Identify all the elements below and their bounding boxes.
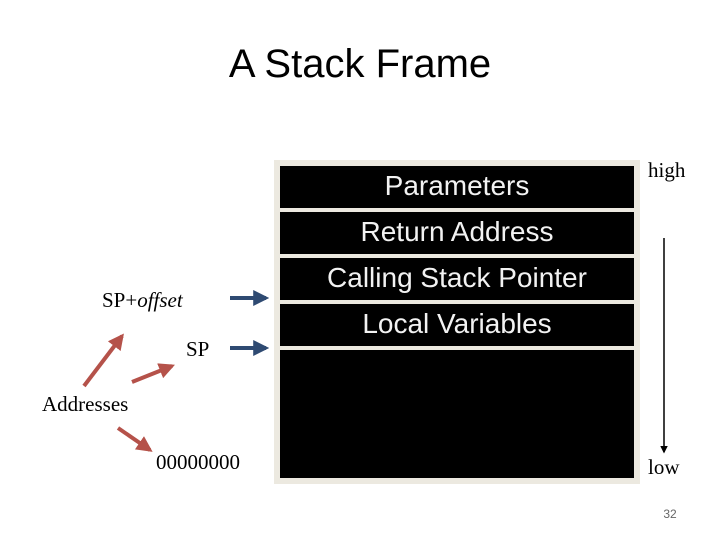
stack-slot-free-space — [280, 350, 634, 478]
high-label: high — [648, 158, 686, 182]
addresses-to-sp-offset-arrow — [82, 333, 124, 388]
low-label: low — [648, 455, 680, 479]
stack-slot-return-address — [280, 212, 634, 254]
stack-slot-local-variables — [280, 304, 634, 346]
addresses-to-zero-arrow — [116, 426, 153, 452]
slide-title: A Stack Frame — [228, 42, 492, 86]
stack-slot-parameters — [280, 166, 634, 208]
sp-offset-label: SP+offset — [102, 288, 183, 313]
offset-word: offset — [137, 288, 183, 312]
sp-label: SP — [186, 337, 210, 361]
stack-slot-calling-stack-pointer — [280, 258, 634, 300]
stack-label-local-variables: Local Variables — [362, 308, 552, 339]
sp-prefix: SP+ — [102, 288, 138, 312]
zero-address-label: 00000000 — [156, 450, 240, 474]
addresses-to-sp-arrow — [131, 363, 175, 384]
stack-label-parameters: Parameters — [384, 170, 530, 201]
page-number: 32 — [663, 507, 677, 521]
stack-label-calling-stack-pointer: Calling Stack Pointer — [327, 262, 587, 293]
stack-frame: Parameters Return Address Calling Stack … — [274, 160, 640, 484]
addresses-label: Addresses — [42, 392, 129, 416]
stack-label-return-address: Return Address — [360, 216, 554, 247]
